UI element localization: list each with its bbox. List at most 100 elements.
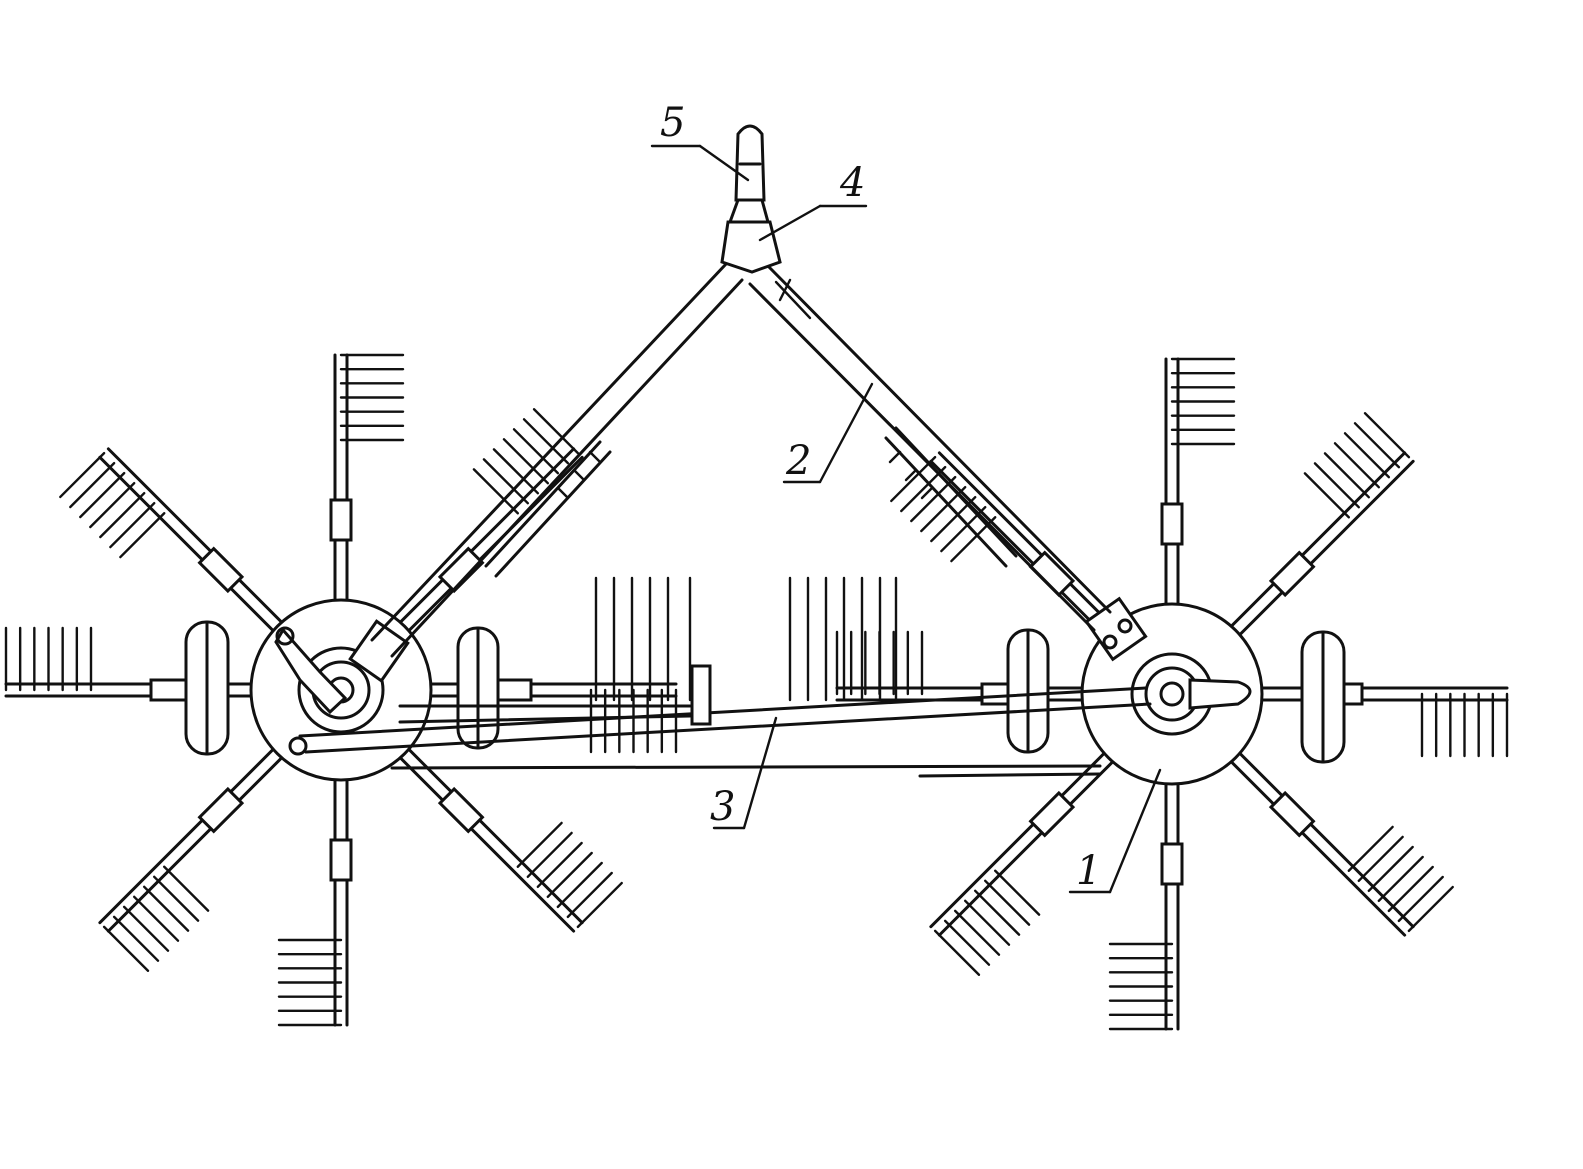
right-arm-3 xyxy=(929,750,1108,929)
right-tine-3-1 xyxy=(984,879,1031,926)
left-tine-3-2 xyxy=(142,885,190,932)
left-tine-3-1 xyxy=(153,875,200,922)
right-arm-1 xyxy=(937,451,1116,630)
left-tine-1-6 xyxy=(59,451,106,499)
right-tine-3-2 xyxy=(973,889,1021,936)
right-rotor xyxy=(835,357,1509,1031)
hitch-coupler xyxy=(720,220,782,274)
left-arm-1 xyxy=(98,455,277,634)
right-tine-3-6 xyxy=(933,929,981,976)
left-tine-7-6 xyxy=(532,408,580,455)
left-wheel xyxy=(184,620,230,756)
callout-2: 2 xyxy=(785,438,811,484)
left-rotor xyxy=(4,353,678,1027)
left-tine-7-0 xyxy=(472,468,519,515)
left-tine-5-0 xyxy=(516,821,563,868)
right-arm-7 xyxy=(1236,459,1415,638)
left-tine-1-3 xyxy=(89,481,136,529)
right-arm-sleeve-4 xyxy=(1160,842,1184,886)
right-tine-7-6 xyxy=(1363,412,1411,459)
right-arm-sleeve-5 xyxy=(1268,790,1316,838)
callout-1: 1 xyxy=(1076,848,1101,894)
right-tine-3-4 xyxy=(953,909,1001,956)
callout-4: 4 xyxy=(839,160,865,206)
left-rotor-hub xyxy=(249,598,433,782)
left-tine-1-4 xyxy=(79,471,126,519)
right-tine-7-5 xyxy=(1353,422,1401,469)
right-tine-5-2 xyxy=(1367,845,1414,893)
callout-5: 5 xyxy=(660,100,685,146)
right-tine-3-5 xyxy=(943,919,991,966)
right-arm-sleeve-0 xyxy=(1160,502,1184,546)
right-arm-3 xyxy=(937,758,1116,937)
right-tine-7-3 xyxy=(1333,442,1381,489)
left-arm-sleeve-5 xyxy=(437,786,485,834)
left-arm-1 xyxy=(106,447,285,626)
left-frame-clamp xyxy=(348,619,410,683)
left-tine-5-6 xyxy=(576,881,623,929)
callout-leaders xyxy=(650,144,1162,894)
left-tine-7-1 xyxy=(482,458,529,505)
left-tine-3-5 xyxy=(112,915,160,962)
right-arm-5 xyxy=(1236,750,1415,929)
right-inner-wheel xyxy=(1006,628,1050,754)
right-arm-1 xyxy=(929,459,1108,638)
right-tine-7-0 xyxy=(1303,472,1350,519)
left-rotor-arms xyxy=(4,353,678,1027)
left-tine-1-0 xyxy=(119,512,166,559)
left-arm-sleeve-7 xyxy=(437,546,485,594)
right-arm-7 xyxy=(1228,451,1407,630)
left-tine-5-2 xyxy=(536,841,583,889)
right-tine-5-5 xyxy=(1397,875,1444,923)
left-tine-7-5 xyxy=(522,418,570,465)
right-tine-7-1 xyxy=(1313,462,1360,509)
left-tine-7-3 xyxy=(502,438,550,485)
left-tine-3-6 xyxy=(102,925,150,972)
left-hub-ring xyxy=(297,646,385,734)
right-arm-5 xyxy=(1228,758,1407,937)
right-tine-7-2 xyxy=(1323,452,1371,499)
left-inner-wheel xyxy=(456,626,500,750)
callout-3: 3 xyxy=(710,784,735,830)
right-wheel xyxy=(1300,630,1346,764)
left-tine-5-1 xyxy=(526,831,573,878)
right-tine-3-0 xyxy=(994,869,1041,916)
right-arm-sleeve-3 xyxy=(1028,790,1076,838)
left-tine-5-3 xyxy=(546,851,593,899)
left-tine-3-0 xyxy=(163,865,210,912)
left-tine-7-4 xyxy=(512,428,560,475)
right-tine-5-1 xyxy=(1357,835,1404,882)
left-tine-7-2 xyxy=(492,448,540,495)
left-arm-sleeve-0 xyxy=(329,498,353,542)
right-tine-5-3 xyxy=(1377,855,1424,903)
left-arm-5 xyxy=(397,754,576,933)
left-tine-1-2 xyxy=(99,491,146,539)
left-tine-5-5 xyxy=(566,871,613,919)
left-tine-5-4 xyxy=(556,861,603,909)
right-tine-7-4 xyxy=(1343,432,1391,479)
right-arm-sleeve-7 xyxy=(1268,550,1316,598)
left-tine-1-5 xyxy=(69,461,116,509)
bar-bracket xyxy=(690,664,712,726)
left-arm-sleeve-4 xyxy=(329,838,353,882)
left-arm-sleeve-3 xyxy=(197,786,245,834)
left-tine-1-1 xyxy=(109,502,156,549)
left-tine-3-3 xyxy=(132,895,180,942)
a-frame xyxy=(370,262,1112,658)
left-arm-3 xyxy=(98,746,277,925)
hitch-assembly xyxy=(720,124,812,320)
right-tine-5-4 xyxy=(1387,865,1434,913)
right-tine-5-6 xyxy=(1407,885,1454,933)
left-tine-3-4 xyxy=(122,905,170,952)
right-frame-clamp xyxy=(1084,596,1148,662)
left-arm-3 xyxy=(106,754,285,933)
center-tine-bank xyxy=(594,576,898,702)
right-crank-arm xyxy=(1188,678,1252,710)
right-tine-5-0 xyxy=(1347,825,1394,872)
right-tine-3-3 xyxy=(963,899,1011,946)
left-crank-arm xyxy=(274,627,348,715)
connecting-bar xyxy=(288,664,1152,778)
left-arm-5 xyxy=(405,746,584,925)
